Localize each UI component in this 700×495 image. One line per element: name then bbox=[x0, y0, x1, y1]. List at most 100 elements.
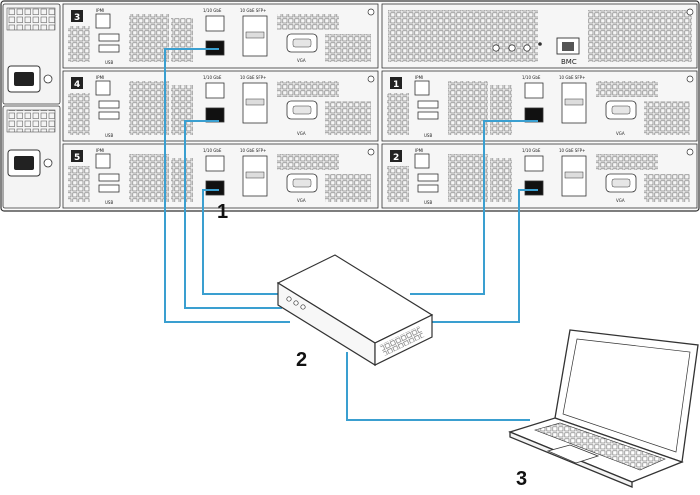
vent-left bbox=[68, 93, 90, 135]
usb-label: USB bbox=[105, 133, 113, 138]
callout-1: 1 bbox=[217, 201, 228, 223]
rj45-port-connected bbox=[524, 107, 544, 123]
vent-right bbox=[644, 174, 690, 202]
gbe-label: 1/10 GbE bbox=[203, 75, 222, 80]
vent-mid bbox=[448, 81, 488, 135]
sfp-slot bbox=[245, 31, 265, 39]
node-number: 1 bbox=[393, 80, 399, 90]
ipmi-port bbox=[95, 13, 111, 29]
callout-3: 3 bbox=[516, 468, 527, 490]
node-number-badge bbox=[71, 150, 83, 162]
ipmi-label: IPMI bbox=[415, 148, 423, 153]
usb-port bbox=[417, 173, 439, 182]
gbe-label: 1/10 GbE bbox=[203, 8, 222, 13]
cable-node-3 bbox=[164, 48, 290, 323]
usb-port bbox=[417, 100, 439, 109]
vga-pins bbox=[292, 178, 312, 188]
bmc-label: BMC bbox=[561, 58, 577, 66]
gbe-label: 1/10 GbE bbox=[522, 75, 541, 80]
sfp-slot bbox=[564, 171, 584, 179]
ipmi-port bbox=[95, 153, 111, 169]
vent-mid bbox=[129, 14, 169, 62]
vent-left bbox=[387, 93, 409, 135]
ipmi-label: IPMI bbox=[96, 75, 104, 80]
rj45-port-top bbox=[524, 82, 544, 99]
vent-left bbox=[387, 166, 409, 202]
cable-node-5 bbox=[202, 189, 278, 295]
vent-mid bbox=[448, 154, 488, 202]
vent-mid bbox=[129, 81, 169, 135]
bmc-panel: BMC bbox=[381, 3, 698, 69]
usb-port bbox=[417, 111, 439, 120]
vent-right bbox=[325, 101, 371, 135]
vent-right-top bbox=[277, 81, 339, 97]
usb-port bbox=[98, 44, 120, 53]
sfp-label: 10 GbE SFP+ bbox=[559, 148, 585, 153]
power-supplies bbox=[2, 3, 61, 209]
ipmi-port bbox=[95, 80, 111, 96]
node-number: 4 bbox=[74, 80, 80, 90]
usb-port bbox=[98, 184, 120, 193]
vga-label: VGA bbox=[297, 58, 306, 63]
ipmi-label: IPMI bbox=[415, 75, 423, 80]
vent-mid-2 bbox=[490, 85, 512, 135]
usb-port bbox=[98, 33, 120, 42]
switch-port-label-area bbox=[379, 325, 425, 357]
sfp-label: 10 GbE SFP+ bbox=[559, 75, 585, 80]
vent-right-top bbox=[596, 154, 658, 170]
ipmi-label: IPMI bbox=[96, 8, 104, 13]
node-number-badge bbox=[71, 10, 83, 22]
sfp-slot bbox=[245, 171, 265, 179]
laptop bbox=[508, 329, 699, 488]
ipmi-label: IPMI bbox=[96, 148, 104, 153]
usb-port bbox=[98, 173, 120, 182]
vent-right-top bbox=[596, 81, 658, 97]
usb-port bbox=[98, 100, 120, 109]
vent-left bbox=[68, 26, 90, 62]
usb-port bbox=[98, 111, 120, 120]
network-cables bbox=[164, 48, 538, 421]
vent-left bbox=[68, 166, 90, 202]
rj45-port-top bbox=[524, 155, 544, 172]
vga-label: VGA bbox=[616, 131, 625, 136]
vent-mid-2 bbox=[171, 18, 193, 62]
node-number-badge bbox=[71, 77, 83, 89]
callout-2: 2 bbox=[296, 349, 307, 371]
vga-pins bbox=[292, 105, 312, 115]
node-number-badge bbox=[390, 77, 402, 89]
gbe-label: 1/10 GbE bbox=[203, 148, 222, 153]
node-number: 3 bbox=[74, 13, 80, 23]
vga-label: VGA bbox=[297, 131, 306, 136]
node-4-details: 4 IPMI USB 1/10 GbE 10 GbE SFP+ VGA bbox=[68, 75, 375, 138]
screw bbox=[686, 148, 694, 156]
screw bbox=[686, 75, 694, 83]
vent-right-top bbox=[277, 14, 339, 30]
rj45-port-connected bbox=[205, 107, 225, 123]
cable-laptop bbox=[346, 352, 530, 421]
vent-mid-2 bbox=[171, 85, 193, 135]
node-number-badge bbox=[390, 150, 402, 162]
vent-mid-2 bbox=[171, 158, 193, 202]
usb-label: USB bbox=[105, 200, 113, 205]
usb-label: USB bbox=[105, 60, 113, 65]
rj45-port-connected bbox=[524, 180, 544, 196]
vent-mid bbox=[129, 154, 169, 202]
cable-node-2 bbox=[428, 189, 538, 323]
sfp-label: 10 GbE SFP+ bbox=[240, 75, 266, 80]
usb-label: USB bbox=[424, 200, 432, 205]
vga-pins bbox=[611, 105, 631, 115]
vent-right bbox=[325, 34, 371, 62]
screw bbox=[367, 75, 375, 83]
cable-node-1 bbox=[410, 120, 538, 295]
sfp-slot bbox=[564, 98, 584, 106]
usb-port bbox=[417, 184, 439, 193]
rj45-port-top bbox=[205, 82, 225, 99]
network-switch bbox=[276, 254, 434, 367]
screw bbox=[367, 8, 375, 16]
vent-right bbox=[325, 174, 371, 202]
